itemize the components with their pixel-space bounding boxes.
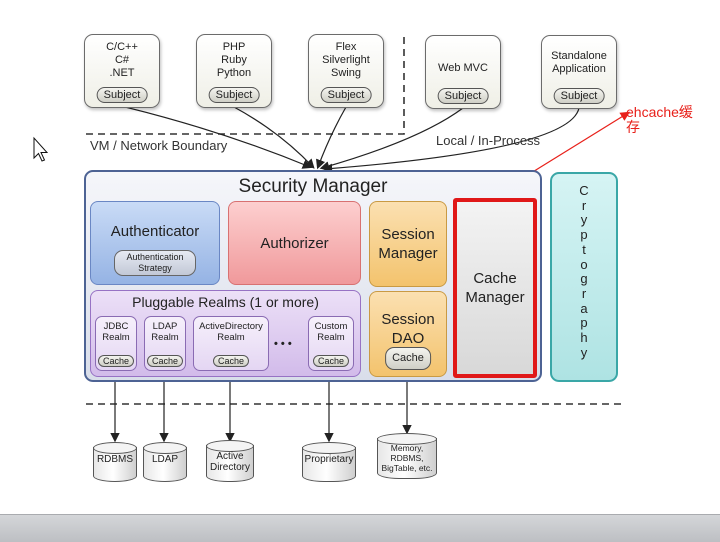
client-lines: Flex Silverlight Swing [322,41,370,79]
datastore-proprietary: Proprietary [302,442,356,482]
ehcache-annotation: ehcache缓 存 [626,104,693,135]
session-manager: Session Manager [369,201,447,287]
client-cpp: C/C++ C# .NET Subject [84,34,160,108]
datastore-rdbms: RDBMS [93,442,137,482]
arrow-cpp [120,105,313,169]
arrow-standalone [322,107,580,174]
authorizer: Authorizer [228,201,361,285]
window-bottom-bar [0,514,720,542]
realms-ellipsis: • • • [274,338,292,350]
realms-title: Pluggable Realms (1 or more) [132,294,319,310]
vm-boundary-line [86,36,405,135]
subject-pill: Subject [96,87,148,103]
cache-manager: Cache Manager [453,198,537,378]
arrow-php [233,106,315,169]
realm-cache: Cache [97,355,135,367]
client-standalone: Standalone Application Subject [541,35,617,109]
authentication-strategy: Authentication Strategy [114,250,196,276]
realm-jdbc: JDBC Realm Cache [95,316,137,371]
authorizer-label: Authorizer [260,234,329,252]
session-dao: Session DAO Cache [369,291,447,377]
mouse-cursor-icon [33,136,49,162]
arrow-flex [316,106,347,170]
realm-ldap: LDAP Realm Cache [144,316,186,371]
arrow-webmvc [319,107,464,171]
datastore-ldap: LDAP [143,442,187,482]
datastore-active-directory: Active Directory [206,440,254,482]
security-manager-title: Security Manager [238,176,388,197]
realm-cache: Cache [212,355,250,367]
client-webmvc: Web MVC Subject [425,35,501,109]
client-lines: PHP Ruby Python [216,41,252,79]
authenticator: Authenticator Authentication Strategy [90,201,220,285]
cryptography-letters: C r y p t o g r a p h y [579,183,589,360]
client-flex: Flex Silverlight Swing Subject [308,34,384,108]
realm-cache: Cache [146,355,184,367]
local-boundary-label: Local / In-Process [436,133,541,148]
realm-cache: Cache [312,355,350,367]
client-lines: Web MVC [438,62,488,74]
datastore-memory: Memory, RDBMS, BigTable, etc. [377,433,437,479]
authenticator-label: Authenticator [110,222,200,240]
subject-pill: Subject [437,88,489,104]
realm-custom: Custom Realm Cache [308,316,354,371]
subject-pill: Subject [320,87,372,103]
client-php: PHP Ruby Python Subject [196,34,272,108]
vm-boundary-label: VM / Network Boundary [90,138,228,153]
realm-activedirectory: ActiveDirectory Realm Cache [193,316,269,371]
client-lines: Standalone Application [551,50,607,75]
session-dao-cache: Cache [385,347,431,370]
subject-pill: Subject [208,87,260,103]
subject-pill: Subject [553,88,605,104]
client-lines: C/C++ C# .NET [106,41,138,79]
cryptography: C r y p t o g r a p h y [550,172,618,382]
